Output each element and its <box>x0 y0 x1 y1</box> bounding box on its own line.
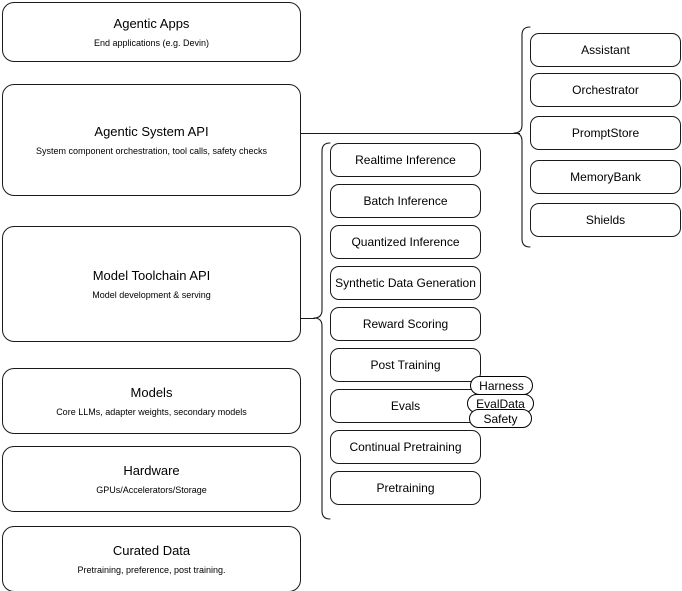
chip-pretraining[interactable]: Pretraining <box>330 471 481 505</box>
brace-system <box>513 26 531 248</box>
layer-model-toolchain-api[interactable]: Model Toolchain API Model development & … <box>2 226 301 342</box>
layer-title: Agentic Apps <box>113 15 190 31</box>
chip-label: Realtime Inference <box>355 152 456 167</box>
chip-orchestrator[interactable]: Orchestrator <box>530 73 681 107</box>
connector-toolchain-api-to-components <box>301 318 315 319</box>
badge-label: Harness <box>479 378 524 393</box>
chip-synthetic-data-generation[interactable]: Synthetic Data Generation <box>330 266 481 300</box>
chip-label: Quantized Inference <box>351 234 460 249</box>
chip-label: Synthetic Data Generation <box>335 275 476 290</box>
chip-label: Pretraining <box>376 480 435 495</box>
chip-quantized-inference[interactable]: Quantized Inference <box>330 225 481 259</box>
badge-harness[interactable]: Harness <box>470 376 533 395</box>
layer-title: Models <box>130 384 173 400</box>
chip-label: PromptStore <box>571 125 640 140</box>
layer-subtitle: Pretraining, preference, post training. <box>77 564 226 575</box>
layer-subtitle: End applications (e.g. Devin) <box>93 37 210 48</box>
layer-subtitle: GPUs/Accelerators/Storage <box>96 484 207 495</box>
layer-title: Hardware <box>123 462 180 478</box>
chip-memorybank[interactable]: MemoryBank <box>530 160 681 194</box>
chip-label: Assistant <box>581 42 630 57</box>
chip-reward-scoring[interactable]: Reward Scoring <box>330 307 481 341</box>
chip-post-training[interactable]: Post Training <box>330 348 481 382</box>
chip-realtime-inference[interactable]: Realtime Inference <box>330 143 481 177</box>
brace-toolchain <box>313 142 331 520</box>
chip-promptstore[interactable]: PromptStore <box>530 116 681 150</box>
layer-agentic-system-api[interactable]: Agentic System API System component orch… <box>2 84 301 196</box>
badge-label: EvalData <box>476 396 525 411</box>
layer-title: Curated Data <box>112 542 191 558</box>
layer-subtitle: Model development & serving <box>92 289 211 300</box>
layer-agentic-apps[interactable]: Agentic Apps End applications (e.g. Devi… <box>2 2 301 62</box>
chip-label: MemoryBank <box>570 169 641 184</box>
chip-batch-inference[interactable]: Batch Inference <box>330 184 481 218</box>
chip-assistant[interactable]: Assistant <box>530 33 681 67</box>
chip-label: Batch Inference <box>363 193 448 208</box>
chip-label: Reward Scoring <box>362 316 449 331</box>
layer-hardware[interactable]: Hardware GPUs/Accelerators/Storage <box>2 446 301 512</box>
chip-label: Shields <box>585 212 626 227</box>
layer-subtitle: Core LLMs, adapter weights, secondary mo… <box>56 406 247 417</box>
chip-shields[interactable]: Shields <box>530 203 681 237</box>
chip-evals[interactable]: Evals <box>330 389 481 423</box>
badge-label: Safety <box>483 411 518 426</box>
connector-system-api-to-components <box>301 133 520 134</box>
layer-curated-data[interactable]: Curated Data Pretraining, preference, po… <box>2 526 301 591</box>
chip-label: Orchestrator <box>572 82 639 97</box>
layer-title: Model Toolchain API <box>92 267 211 283</box>
layer-subtitle: System component orchestration, tool cal… <box>35 145 268 156</box>
badge-evaldata[interactable]: EvalData <box>467 394 534 413</box>
layer-models[interactable]: Models Core LLMs, adapter weights, secon… <box>2 368 301 434</box>
chip-label: Post Training <box>370 357 441 372</box>
badge-safety[interactable]: Safety <box>469 409 532 428</box>
chip-label: Continual Pretraining <box>349 439 462 454</box>
chip-label: Evals <box>390 398 421 413</box>
layer-title: Agentic System API <box>94 123 209 139</box>
chip-continual-pretraining[interactable]: Continual Pretraining <box>330 430 481 464</box>
